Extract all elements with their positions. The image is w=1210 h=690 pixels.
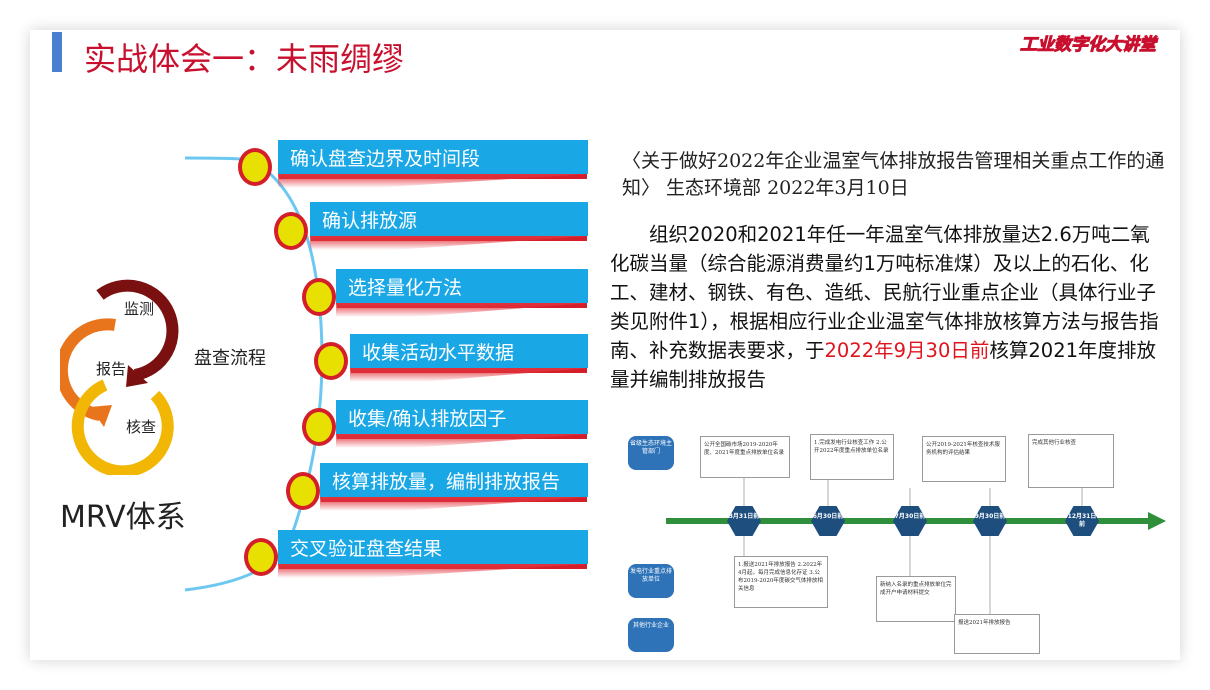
process-step-label: 收集活动水平数据	[362, 342, 515, 364]
slide: 实战体会一：未雨绸缪 工业数字化大讲堂 监测 报告 核查 MRV体系 盘查流程 …	[30, 30, 1180, 660]
timeline-actor-provincial: 省级生态环境主管部门	[628, 436, 674, 470]
mrv-monitor-label: 监测	[124, 300, 155, 318]
timeline-milestone: 7月30日前	[893, 506, 927, 536]
report-arrowhead	[90, 405, 112, 427]
process-step-3: 选择量化方法	[336, 269, 588, 317]
process-step-1: 确认盘查边界及时间段	[278, 140, 588, 188]
notice-body: 组织2020和2021年任一年温室气体排放量达2.6万吨二氧化碳当量（综合能源消…	[610, 220, 1166, 394]
process-step-bullet	[314, 342, 348, 380]
process-step-bullet	[274, 212, 308, 250]
mrv-cycle-diagram	[60, 279, 179, 475]
process-step-label: 选择量化方法	[348, 277, 463, 299]
timeline-note-bottom: 新纳入名录的重点排放单位完成开户申请材料提交	[876, 576, 956, 622]
process-step-bullet	[244, 538, 278, 576]
notice-title: 〈关于做好2022年企业温室气体排放报告管理相关重点工作的通知〉 生态环境部 2…	[622, 150, 1165, 199]
title-accent-bar	[52, 32, 62, 72]
verify-arc	[71, 379, 174, 475]
timeline-actor-other: 其他行业企业	[628, 618, 674, 652]
process-step-label: 确认排放源	[322, 210, 418, 232]
notice-body-text-end: 核算2021年度排放量并编制排放报告	[610, 339, 1157, 391]
mrv-report-label: 报告	[96, 360, 127, 378]
notice-body-text: 组织2020和2021年任一年温室气体排放量达2.6万吨二氧化碳当量（综合能源消…	[610, 223, 1159, 362]
page-title: 实战体会一：未雨绸缪	[84, 40, 405, 78]
process-step-6: 核算排放量，编制排放报告	[320, 463, 588, 511]
process-step-5: 收集/确认排放因子	[336, 400, 588, 448]
mrv-system-label: MRV体系	[60, 500, 186, 535]
timeline-diagram: 省级生态环境主管部门 发电行业重点排放单位 其他行业企业 公开全国碳市场2019…	[610, 428, 1170, 660]
monitor-arc	[96, 279, 179, 381]
process-step-label: 确认盘查边界及时间段	[290, 148, 481, 170]
process-step-bullet	[286, 472, 320, 510]
timeline-note-bottom: 报送2021年排放报告	[954, 614, 1040, 654]
process-step-bullet	[238, 148, 272, 186]
notice-deadline-highlight: 2022年9月30日前	[824, 339, 990, 362]
process-step-bullet	[302, 408, 336, 446]
monitor-arrowhead	[126, 365, 148, 387]
timeline-milestone: 6月30日前	[811, 506, 845, 536]
process-step-2: 确认排放源	[310, 202, 588, 250]
process-step-label: 收集/确认排放因子	[348, 408, 507, 430]
process-step-4: 收集活动水平数据	[350, 334, 588, 382]
process-flow-label: 盘查流程	[194, 348, 266, 369]
timeline-note-bottom: 1.报送2021年排放报告 2.2022年4月起，每月完成信息化存证 3.公布2…	[734, 556, 828, 608]
mrv-verify-label: 核查	[126, 418, 157, 436]
timeline-note-top: 公开全国碳市场2019-2020年度、2021年度重点排放单位名录	[700, 436, 790, 478]
timeline-milestone: 9月30日前	[973, 506, 1007, 536]
timeline-actor-power: 发电行业重点排放单位	[628, 564, 674, 598]
process-step-7: 交叉验证盘查结果	[278, 530, 588, 578]
timeline-note-top: 完成其他行业核查	[1028, 434, 1114, 488]
timeline-note-top: 公开2019-2021年核查技术服务机构的评估结果	[922, 436, 1006, 482]
timeline-note-top: 1.完成发电行业核查工作 2.公开2022年度重点排放单位名录	[810, 434, 894, 480]
timeline-milestone: 3月31日前	[727, 506, 761, 536]
process-step-label: 交叉验证盘查结果	[290, 538, 443, 560]
watermark-logo: 工业数字化大讲堂	[1020, 35, 1157, 56]
process-step-label: 核算排放量，编制排放报告	[332, 471, 561, 493]
process-step-bullet	[302, 278, 336, 316]
